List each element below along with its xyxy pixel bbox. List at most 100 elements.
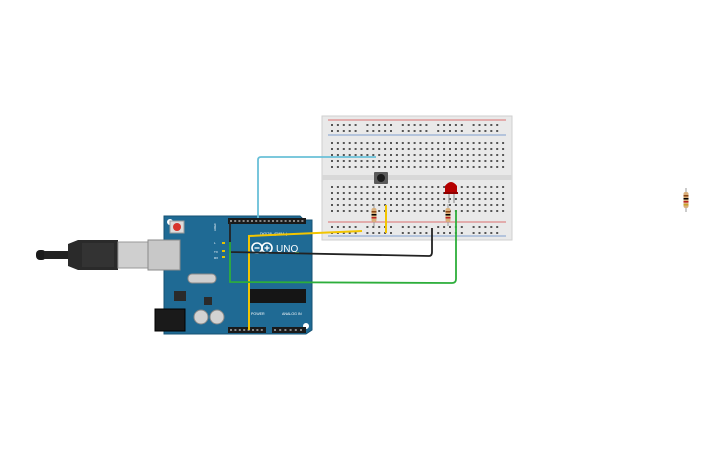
pushbutton-icon[interactable] — [374, 172, 388, 184]
breadboard-hole[interactable] — [449, 198, 451, 200]
breadboard-hole[interactable] — [331, 198, 333, 200]
rail-hole[interactable] — [490, 124, 493, 126]
rail-hole[interactable] — [366, 124, 369, 126]
breadboard-hole[interactable] — [395, 204, 398, 206]
breadboard-hole[interactable] — [331, 192, 333, 194]
breadboard-hole[interactable] — [413, 186, 416, 188]
breadboard-hole[interactable] — [395, 166, 398, 168]
breadboard-hole[interactable] — [401, 148, 404, 150]
rail-hole[interactable] — [425, 124, 428, 126]
header-pin[interactable] — [259, 220, 262, 222]
header-pin[interactable] — [272, 220, 274, 222]
breadboard-hole[interactable] — [431, 210, 434, 212]
breadboard-hole[interactable] — [401, 210, 404, 212]
breadboard-hole[interactable] — [372, 160, 375, 162]
breadboard-hole[interactable] — [390, 204, 392, 206]
rail-hole[interactable] — [390, 124, 392, 126]
breadboard-hole[interactable] — [372, 166, 375, 168]
breadboard-hole[interactable] — [395, 192, 398, 194]
breadboard-hole[interactable] — [502, 186, 505, 188]
power-jack-icon[interactable] — [154, 308, 186, 332]
breadboard-hole[interactable] — [437, 186, 440, 188]
breadboard-hole[interactable] — [460, 204, 463, 206]
breadboard-hole[interactable] — [478, 154, 481, 156]
breadboard-hole[interactable] — [348, 204, 351, 206]
breadboard-hole[interactable] — [401, 160, 404, 162]
breadboard-hole[interactable] — [366, 186, 369, 188]
rail-hole[interactable] — [443, 232, 446, 234]
breadboard-hole[interactable] — [331, 154, 333, 156]
rail-hole[interactable] — [472, 232, 475, 234]
rail-hole[interactable] — [478, 226, 481, 228]
header-pin[interactable] — [238, 329, 241, 331]
rail-hole[interactable] — [354, 130, 357, 132]
breadboard-hole[interactable] — [472, 142, 475, 144]
breadboard-hole[interactable] — [407, 204, 410, 206]
breadboard-hole[interactable] — [472, 154, 475, 156]
breadboard-hole[interactable] — [460, 160, 463, 162]
breadboard-hole[interactable] — [342, 142, 345, 144]
breadboard-hole[interactable] — [336, 142, 339, 144]
breadboard-hole[interactable] — [490, 210, 493, 212]
breadboard-hole[interactable] — [401, 198, 404, 200]
header-pin[interactable] — [230, 220, 232, 222]
rail-hole[interactable] — [454, 124, 457, 126]
breadboard-hole[interactable] — [502, 198, 505, 200]
breadboard-hole[interactable] — [454, 160, 457, 162]
breadboard-hole[interactable] — [425, 154, 428, 156]
rail-hole[interactable] — [460, 130, 463, 132]
rail-hole[interactable] — [331, 226, 333, 228]
rail-hole[interactable] — [443, 130, 446, 132]
breadboard-hole[interactable] — [437, 148, 440, 150]
rail-hole[interactable] — [378, 232, 381, 234]
rail-hole[interactable] — [496, 226, 499, 228]
breadboard-hole[interactable] — [460, 142, 463, 144]
breadboard-hole[interactable] — [490, 186, 493, 188]
breadboard-hole[interactable] — [431, 186, 434, 188]
rail-hole[interactable] — [378, 226, 381, 228]
breadboard-hole[interactable] — [484, 210, 487, 212]
breadboard-hole[interactable] — [331, 210, 333, 212]
rail-hole[interactable] — [348, 124, 351, 126]
breadboard-hole[interactable] — [413, 154, 416, 156]
rail-hole[interactable] — [342, 226, 345, 228]
breadboard-hole[interactable] — [419, 198, 422, 200]
breadboard-hole[interactable] — [449, 204, 451, 206]
breadboard-hole[interactable] — [360, 186, 363, 188]
breadboard-hole[interactable] — [331, 142, 333, 144]
breadboard-hole[interactable] — [348, 210, 351, 212]
rail-hole[interactable] — [460, 124, 463, 126]
rail-hole[interactable] — [413, 226, 416, 228]
rail-hole[interactable] — [372, 124, 375, 126]
rail-hole[interactable] — [460, 226, 463, 228]
power-header[interactable] — [228, 327, 266, 333]
breadboard-hole[interactable] — [502, 142, 505, 144]
breadboard-hole[interactable] — [395, 160, 398, 162]
rail-hole[interactable] — [348, 232, 351, 234]
breadboard-hole[interactable] — [443, 154, 446, 156]
breadboard-hole[interactable] — [466, 198, 469, 200]
breadboard-hole[interactable] — [366, 192, 369, 194]
breadboard-hole[interactable] — [484, 204, 487, 206]
breadboard-hole[interactable] — [384, 186, 387, 188]
rail-hole[interactable] — [348, 130, 351, 132]
breadboard-hole[interactable] — [378, 192, 381, 194]
rail-hole[interactable] — [472, 124, 475, 126]
breadboard-hole[interactable] — [401, 204, 404, 206]
rail-hole[interactable] — [354, 124, 357, 126]
breadboard-hole[interactable] — [484, 186, 487, 188]
breadboard-hole[interactable] — [484, 142, 487, 144]
rail-hole[interactable] — [437, 226, 440, 228]
rail-hole[interactable] — [331, 130, 333, 132]
breadboard-hole[interactable] — [425, 186, 428, 188]
breadboard-hole[interactable] — [431, 198, 434, 200]
breadboard-hole[interactable] — [502, 210, 505, 212]
breadboard-hole[interactable] — [384, 198, 387, 200]
breadboard-hole[interactable] — [390, 148, 392, 150]
breadboard-hole[interactable] — [454, 204, 457, 206]
breadboard-hole[interactable] — [431, 148, 434, 150]
breadboard-hole[interactable] — [407, 192, 410, 194]
breadboard-hole[interactable] — [360, 210, 363, 212]
breadboard-hole[interactable] — [449, 142, 451, 144]
breadboard-hole[interactable] — [384, 192, 387, 194]
